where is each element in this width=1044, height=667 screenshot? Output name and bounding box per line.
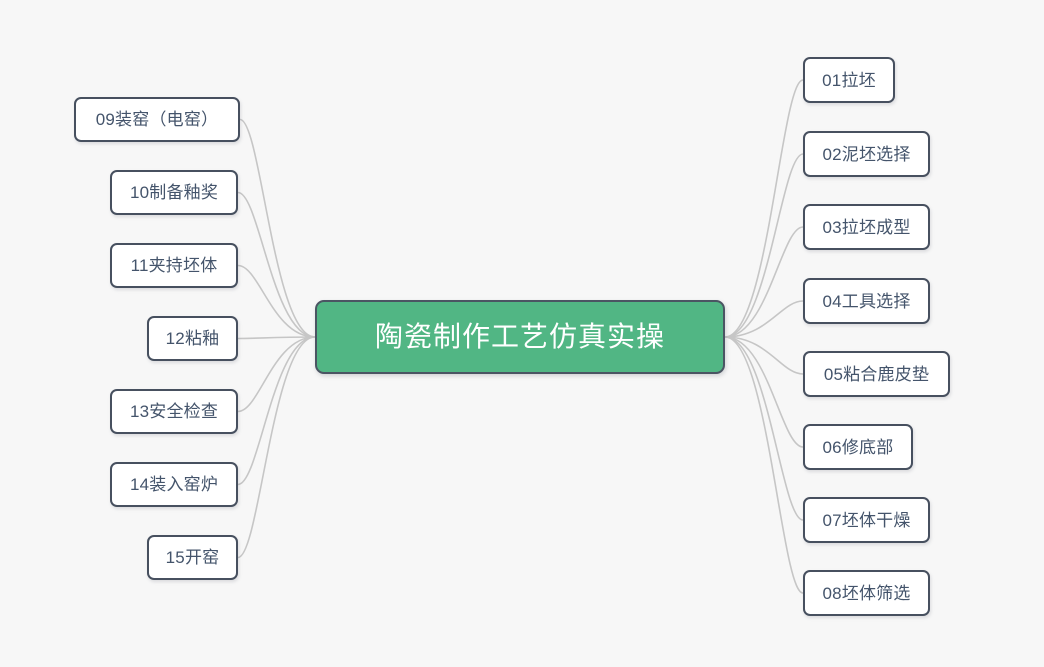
topic-node-label: 03拉坯成型	[822, 217, 911, 237]
topic-node-left-2[interactable]: 10制备釉奖	[110, 170, 238, 215]
connector-right-1	[724, 79, 804, 338]
topic-node-label: 09装窑（电窑）	[95, 110, 219, 129]
central-topic-node[interactable]: 陶瓷制作工艺仿真实操	[315, 300, 725, 374]
topic-node-left-1[interactable]: 09装窑（电窑）	[74, 97, 240, 142]
topic-node-label: 13安全检查	[129, 402, 219, 421]
topic-node-label: 12粘釉	[165, 329, 220, 348]
topic-node-right-7[interactable]: 07坯体干燥	[803, 497, 930, 543]
connector-right-6	[724, 336, 804, 448]
connector-left-3	[237, 264, 316, 338]
topic-node-label: 15开窑	[165, 548, 220, 567]
topic-node-label: 06修底部	[822, 437, 894, 457]
topic-node-label: 10制备釉奖	[129, 183, 219, 202]
topic-node-left-7[interactable]: 15开窑	[147, 535, 238, 580]
topic-node-label: 04工具选择	[822, 291, 911, 311]
topic-node-label: 07坯体干燥	[822, 510, 911, 530]
topic-node-label: 02泥坯选择	[822, 144, 911, 164]
topic-node-right-2[interactable]: 02泥坯选择	[803, 131, 930, 177]
connector-left-5	[237, 336, 316, 413]
topic-node-left-5[interactable]: 13安全检查	[110, 389, 238, 434]
connector-left-2	[237, 191, 316, 338]
topic-node-right-1[interactable]: 01拉坯	[803, 57, 895, 103]
connector-right-2	[724, 153, 804, 338]
connector-right-7	[724, 336, 804, 521]
topic-node-left-3[interactable]: 11夹持坯体	[110, 243, 238, 288]
topic-node-right-5[interactable]: 05粘合鹿皮垫	[803, 351, 950, 397]
topic-node-label: 08坯体筛选	[822, 583, 911, 603]
connector-right-5	[724, 336, 804, 375]
topic-node-label: 01拉坯	[822, 70, 876, 90]
topic-node-label: 11夹持坯体	[130, 256, 218, 275]
connector-left-7	[237, 336, 316, 559]
topic-node-right-6[interactable]: 06修底部	[803, 424, 913, 470]
connector-right-3	[724, 226, 804, 338]
topic-node-right-3[interactable]: 03拉坯成型	[803, 204, 930, 250]
topic-node-right-8[interactable]: 08坯体筛选	[803, 570, 930, 616]
central-topic-label: 陶瓷制作工艺仿真实操	[374, 321, 665, 352]
connector-right-4	[724, 300, 804, 338]
connector-right-8	[724, 336, 804, 594]
topic-node-left-6[interactable]: 14装入窑炉	[110, 462, 238, 507]
topic-node-right-4[interactable]: 04工具选择	[803, 278, 930, 324]
connector-left-6	[237, 336, 316, 486]
connector-left-4	[237, 336, 316, 340]
topic-node-left-4[interactable]: 12粘釉	[147, 316, 238, 361]
topic-node-label: 14装入窑炉	[129, 475, 219, 494]
topic-node-label: 05粘合鹿皮垫	[823, 364, 930, 384]
connector-left-1	[239, 118, 316, 338]
